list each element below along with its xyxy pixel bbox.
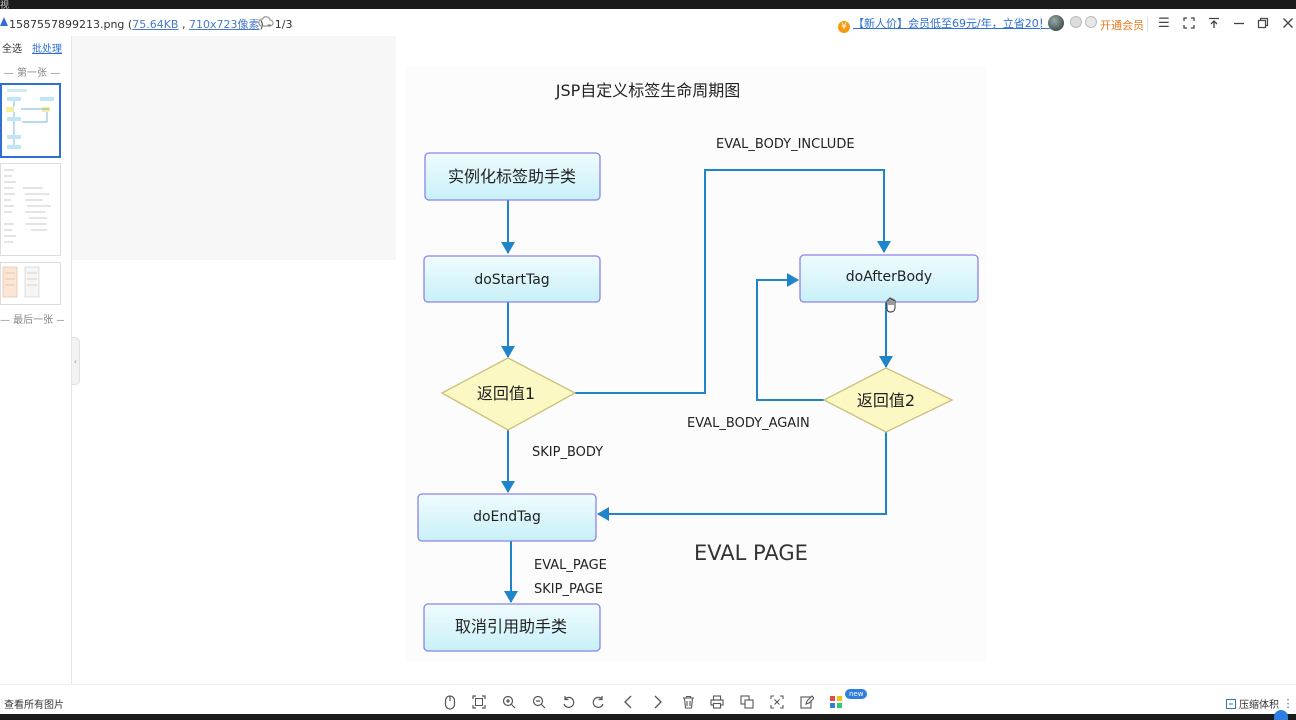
promo-link[interactable]: ¥【新人价】会员低至69元/年，立省20！ xyxy=(838,15,1050,33)
arrow-eval-body-again xyxy=(756,273,824,401)
file-info: 1587557899213.png (75.64KB , 710x723像素) … xyxy=(9,16,292,32)
node-do-end-tag: doEndTag xyxy=(417,493,597,542)
node-instantiate: 实例化标签助手类 xyxy=(424,152,601,201)
notification-dot-icon[interactable] xyxy=(1274,710,1288,720)
diagram-title: JSP自定义标签生命周期图 xyxy=(555,81,741,100)
node-do-after-body: doAfterBody xyxy=(799,254,979,303)
node-do-start-tag: doStartTag xyxy=(423,255,601,303)
page-counter: - 1/3 xyxy=(263,18,293,31)
sidebar-collapse-button[interactable]: ‹ xyxy=(72,337,80,385)
promo-text[interactable]: 【新人价】会员低至69元/年，立省20！ xyxy=(853,17,1050,30)
zoom-out-icon[interactable] xyxy=(531,694,547,710)
node-do-after-body-label: doAfterBody xyxy=(846,269,932,285)
level-badge-icon xyxy=(1070,16,1082,28)
node-return-2: 返回值2 xyxy=(822,367,954,433)
compress-label: 压缩体积 xyxy=(1239,700,1279,711)
file-info-comma: , xyxy=(178,18,189,31)
label-eval-body-again: EVAL_BODY_AGAIN xyxy=(687,416,810,431)
bottom-toolbar: 查看所有图片 new 压缩体积 ⋮ xyxy=(0,684,1296,714)
thumbnail-2-preview xyxy=(4,169,51,243)
node-do-end-tag-label: doEndTag xyxy=(473,509,541,525)
coupon-icon: ¥ xyxy=(838,21,850,33)
node-instantiate-label: 实例化标签助手类 xyxy=(448,167,576,186)
vip-badge-icon xyxy=(1085,16,1097,28)
label-skip-body: SKIP_BODY xyxy=(532,445,603,460)
more-icon[interactable]: ⋮ xyxy=(1282,696,1294,710)
label-eval-body-include: EVAL_BODY_INCLUDE xyxy=(716,137,855,152)
node-release-label: 取消引用助手类 xyxy=(455,617,567,636)
thumbnail-1-preview xyxy=(2,85,59,156)
next-icon[interactable] xyxy=(650,694,666,710)
rotate-right-icon[interactable] xyxy=(590,694,606,710)
app-logo-icon xyxy=(0,17,8,26)
image-viewer-canvas: JSP自定义标签生命周期图 实例化标签助手类 doStartTag 返回值1 xyxy=(405,66,987,662)
hand-cursor-icon xyxy=(886,297,896,313)
print-icon[interactable] xyxy=(709,694,725,710)
compress-size-button[interactable]: 压缩体积 xyxy=(1226,696,1279,711)
node-return-2-label: 返回值2 xyxy=(857,391,915,410)
thumbnail-3[interactable] xyxy=(0,262,61,305)
new-badge: new xyxy=(845,689,868,699)
background-panel xyxy=(72,36,396,260)
avatar[interactable] xyxy=(1048,15,1064,31)
minimize-icon[interactable] xyxy=(1232,16,1246,30)
title-bar: 1587557899213.png (75.64KB , 710x723像素) … xyxy=(0,9,1296,36)
label-skip-page: SKIP_PAGE xyxy=(534,582,603,597)
separator xyxy=(1147,17,1148,31)
delete-icon[interactable] xyxy=(680,694,696,710)
first-image-label: — 第一张 — xyxy=(3,68,61,79)
open-vip-link[interactable]: 开通会员 xyxy=(1100,19,1144,32)
restore-icon[interactable] xyxy=(1256,16,1270,30)
file-dimensions[interactable]: 710x723像素 xyxy=(188,18,260,31)
file-size[interactable]: 75.64KB xyxy=(132,18,179,31)
fullscreen-icon[interactable] xyxy=(1182,16,1196,30)
edit-icon[interactable] xyxy=(799,694,815,710)
last-image-label: — 最后一张 — xyxy=(0,315,64,326)
label-eval-page-large: EVAL PAGE xyxy=(694,541,808,565)
batch-process-link[interactable]: 批处理 xyxy=(32,44,62,55)
apps-icon[interactable] xyxy=(828,694,844,710)
fit-icon[interactable] xyxy=(471,694,487,710)
thumbnail-2[interactable] xyxy=(0,163,61,256)
file-name: 1587557899213.png xyxy=(9,18,125,31)
thumbnail-3-preview xyxy=(2,266,40,298)
file-info-open-paren: ( xyxy=(124,18,133,31)
cloud-icon[interactable] xyxy=(258,15,274,29)
menu-icon[interactable]: ☰ xyxy=(1158,15,1170,31)
label-eval-page: EVAL_PAGE xyxy=(534,558,607,573)
prev-icon[interactable] xyxy=(620,694,636,710)
pin-icon[interactable] xyxy=(1207,16,1221,30)
copy-icon[interactable] xyxy=(739,694,755,710)
bottom-strip xyxy=(0,714,1296,720)
node-return-1-label: 返回值1 xyxy=(477,384,535,403)
mouse-icon[interactable] xyxy=(442,694,458,710)
corner-glyph: 视 xyxy=(0,1,10,11)
compress-icon xyxy=(1226,699,1236,709)
thumbnail-sidebar: 全选 批处理 — 第一张 — xyxy=(0,36,72,684)
top-strip: 视 xyxy=(0,0,1296,11)
node-do-start-tag-label: doStartTag xyxy=(474,272,549,288)
rotate-left-icon[interactable] xyxy=(561,694,577,710)
node-release: 取消引用助手类 xyxy=(423,603,601,652)
arrow-eval-body-include xyxy=(575,169,891,394)
close-icon[interactable] xyxy=(1281,16,1295,30)
node-return-1: 返回值1 xyxy=(440,357,577,431)
zoom-in-icon[interactable] xyxy=(501,694,517,710)
thumbnail-1[interactable] xyxy=(0,83,61,158)
arrow-return2-to-endtag xyxy=(597,432,887,521)
separator xyxy=(1040,17,1041,31)
crop-icon[interactable] xyxy=(769,694,785,710)
file-info-close-paren: ) xyxy=(259,18,264,31)
lifecycle-diagram: JSP自定义标签生命周期图 实例化标签助手类 doStartTag 返回值1 xyxy=(417,81,979,652)
select-all-button[interactable]: 全选 xyxy=(2,44,22,55)
view-all-images-button[interactable]: 查看所有图片 xyxy=(4,700,64,711)
